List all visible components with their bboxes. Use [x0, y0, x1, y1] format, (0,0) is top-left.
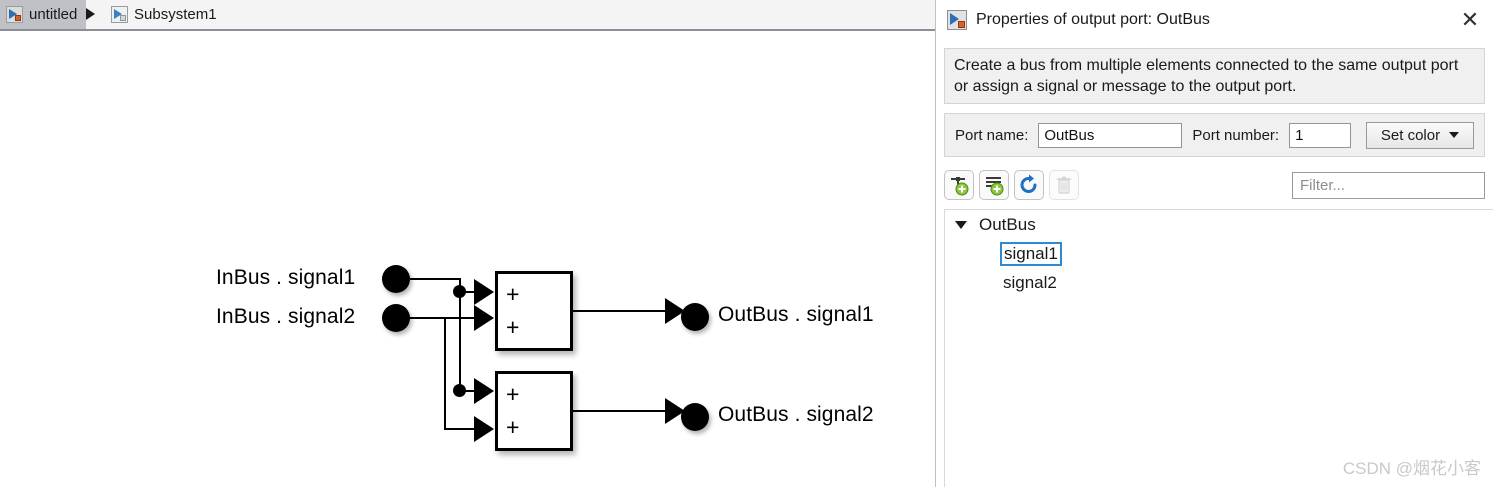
wire-signal1-h3 — [459, 390, 477, 392]
chevron-down-icon — [1449, 132, 1460, 138]
wire-signal1-v2 — [459, 291, 461, 391]
output-port-properties-dialog: Properties of output port: OutBus ✕ Crea… — [935, 0, 1493, 487]
simulink-port-icon — [947, 9, 967, 30]
input-label-signal1: InBus . signal1 — [216, 266, 356, 289]
sum-block-1-sign-1: + — [506, 281, 520, 307]
tree-row-signal1[interactable]: signal1 — [945, 239, 1493, 268]
tree-row-signal2[interactable]: signal2 — [945, 268, 1493, 297]
add-signal-icon[interactable] — [979, 170, 1009, 200]
wire-out2 — [573, 410, 671, 412]
wire-signal2-h1 — [409, 317, 477, 319]
refresh-icon[interactable] — [1014, 170, 1044, 200]
port-name-input[interactable]: OutBus — [1038, 122, 1183, 148]
output-port-dot-signal1[interactable] — [681, 303, 709, 331]
tree-label-signal2: signal2 — [1003, 272, 1057, 292]
wire-signal2-h2 — [444, 428, 477, 430]
filter-input[interactable]: Filter... — [1292, 171, 1485, 199]
wire-signal1-h1 — [409, 278, 461, 280]
sum-block-1[interactable]: + + — [495, 271, 573, 351]
dialog-titlebar: Properties of output port: OutBus ✕ — [936, 0, 1493, 40]
watermark: CSDN @烟花小客 — [1342, 459, 1481, 478]
input-port-dot-signal2[interactable] — [382, 304, 410, 332]
port-number-input[interactable]: 1 — [1289, 122, 1352, 148]
input-arrow-block2-port1 — [474, 378, 494, 404]
input-label-signal2: InBus . signal2 — [216, 305, 356, 328]
sum-block-1-sign-2: + — [506, 314, 520, 340]
bus-element-tree[interactable]: OutBus signal1 signal2 — [944, 209, 1493, 487]
dialog-body: Create a bus from multiple elements conn… — [936, 39, 1493, 487]
input-arrow-block1-port1 — [474, 279, 494, 305]
set-color-button[interactable]: Set color — [1366, 121, 1474, 149]
wire-junction-signal1-bottom — [453, 384, 466, 397]
sum-block-2-sign-1: + — [506, 381, 520, 407]
breadcrumb-item-untitled[interactable]: untitled — [0, 0, 87, 29]
tree-row-outbus[interactable]: OutBus — [945, 210, 1493, 239]
simulink-model-icon — [6, 6, 23, 23]
input-port-dot-signal1[interactable] — [382, 265, 410, 293]
input-arrow-block2-port2 — [474, 416, 494, 442]
breadcrumb-label-untitled: untitled — [29, 6, 78, 23]
close-icon[interactable]: ✕ — [1460, 7, 1480, 32]
sum-block-2-sign-2: + — [506, 414, 520, 440]
output-arrow-signal2 — [665, 398, 685, 424]
tree-label-outbus: OutBus — [979, 214, 1036, 234]
input-arrow-block1-port2 — [474, 305, 494, 331]
simulink-subsystem-icon — [111, 6, 128, 23]
wire-signal1-h2 — [459, 291, 477, 293]
port-parameters-row: Port name: OutBus Port number: 1 Set col… — [944, 113, 1485, 157]
output-label-signal2: OutBus . signal2 — [718, 403, 874, 426]
wire-out1 — [573, 310, 671, 312]
dialog-title: Properties of output port: OutBus — [976, 10, 1210, 28]
wire-signal2-v1 — [444, 317, 446, 429]
output-port-dot-signal2[interactable] — [681, 403, 709, 431]
set-color-label: Set color — [1380, 126, 1441, 144]
output-label-signal1: OutBus . signal1 — [718, 303, 874, 326]
port-number-label: Port number: — [1192, 126, 1280, 144]
sum-block-2[interactable]: + + — [495, 371, 573, 451]
delete-icon — [1049, 170, 1079, 200]
tree-label-signal1: signal1 — [1000, 241, 1062, 266]
port-name-label: Port name: — [955, 126, 1029, 144]
chevron-down-icon[interactable] — [955, 220, 967, 229]
output-arrow-signal1 — [665, 298, 685, 324]
dialog-description: Create a bus from multiple elements conn… — [944, 48, 1485, 104]
breadcrumb-label-subsystem1: Subsystem1 — [134, 6, 217, 23]
breadcrumb-separator-icon — [86, 8, 95, 20]
tree-toolbar: Filter... — [944, 167, 1485, 203]
add-bus-element-icon[interactable] — [944, 170, 974, 200]
breadcrumb-item-subsystem1[interactable]: Subsystem1 — [105, 0, 226, 29]
